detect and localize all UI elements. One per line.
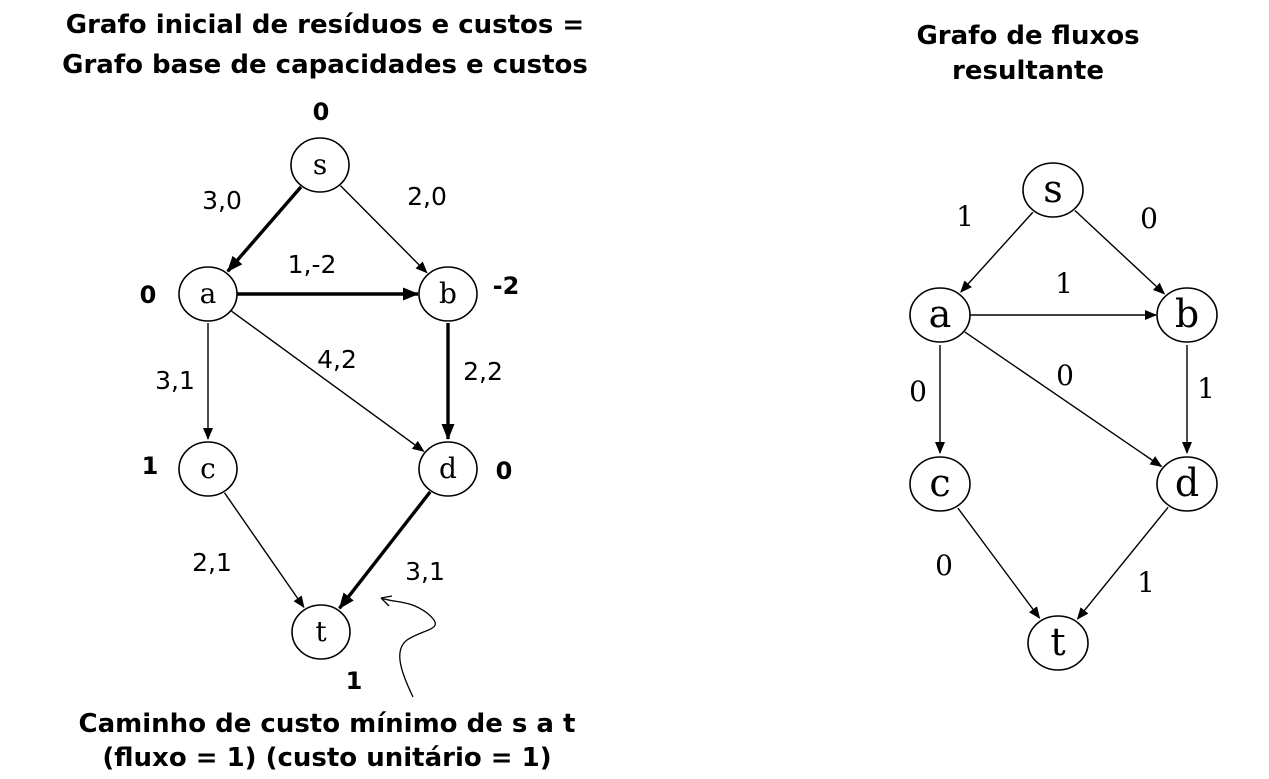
left-node-circle-s (290, 137, 350, 193)
left-node-b: b -2 (418, 266, 520, 322)
left-title-line2: Grafo base de capacidades e custos (62, 50, 588, 80)
left-node-potential-d: 0 (496, 457, 513, 485)
right-edge-label-a-b: 1 (1055, 267, 1073, 300)
right-edge-s-b (1074, 209, 1166, 295)
left-node-potential-s: 0 (313, 98, 330, 126)
right-node-label-t: t (1050, 620, 1065, 664)
left-node-circle-t (291, 604, 351, 660)
right-edge-label-a-c: 0 (909, 375, 927, 408)
right-node-label-s: s (1043, 167, 1063, 211)
right-node-b: b (1156, 287, 1218, 343)
left-edge-label-a-b: 1,-2 (288, 250, 337, 279)
right-node-label-b: b (1175, 292, 1199, 336)
left-node-s: s0 (290, 98, 350, 193)
left-node-potential-b: -2 (493, 272, 520, 300)
right-edge-label-c-t: 0 (935, 549, 953, 582)
left-edge-label-s-b: 2,0 (407, 182, 447, 211)
right-node-a: a (909, 287, 971, 343)
left-edge-label-s-a: 3,0 (202, 186, 242, 215)
left-node-circle-b (418, 266, 478, 322)
right-node-label-d: d (1175, 461, 1199, 505)
left-edge-c-t (223, 492, 305, 609)
right-node-label-c: c (929, 461, 950, 505)
left-title-line1: Grafo inicial de resíduos e custos = (66, 10, 584, 40)
left-node-label-s: s (313, 148, 327, 181)
caption-line2: (fluxo = 1) (custo unitário = 1) (102, 743, 551, 773)
caption-line1: Caminho de custo mínimo de s a t (79, 709, 576, 739)
right-edge-s-a (960, 211, 1034, 293)
right-edge-c-t (957, 507, 1041, 619)
right-node-circle-s (1022, 162, 1084, 218)
caption-pointer-arrow (380, 597, 436, 698)
right-graph-edges: 1 0 1 0 0 1 0 1 (909, 200, 1215, 620)
left-edge-label-d-t: 3,1 (405, 557, 445, 586)
left-node-c: c1 (142, 441, 238, 497)
right-edge-label-s-b: 0 (1140, 202, 1158, 235)
left-node-label-d: d (439, 452, 457, 485)
left-node-label-c: c (200, 452, 216, 485)
right-title-line1: Grafo de fluxos (916, 21, 1139, 51)
right-edge-a-d (964, 331, 1163, 468)
right-node-circle-c (909, 456, 971, 512)
left-node-t: t1 (291, 604, 363, 695)
left-edge-d-t (338, 490, 432, 610)
left-node-a: a0 (140, 266, 238, 322)
left-node-potential-a: 0 (140, 281, 157, 309)
right-title-line2: resultante (952, 56, 1104, 86)
left-node-circle-d (418, 441, 478, 497)
right-node-s: s (1022, 162, 1084, 218)
left-edge-label-a-d: 4,2 (317, 345, 357, 374)
left-edge-s-a (226, 185, 303, 273)
left-edge-label-a-c: 3,1 (155, 366, 195, 395)
right-edge-label-a-d: 0 (1056, 359, 1074, 392)
right-edge-label-d-t: 1 (1137, 566, 1155, 599)
right-node-d: d (1156, 456, 1218, 512)
left-node-label-a: a (200, 277, 217, 310)
left-edge-a-d (231, 310, 425, 452)
left-edge-label-c-t: 2,1 (192, 548, 232, 577)
right-graph-nodes: s a b c d t (909, 162, 1218, 671)
left-node-circle-a (178, 266, 238, 322)
right-node-t: t (1027, 615, 1089, 671)
right-node-circle-a (909, 287, 971, 343)
right-edge-label-b-d: 1 (1197, 372, 1215, 405)
left-node-label-b: b (439, 277, 457, 310)
left-node-label-t: t (315, 615, 327, 648)
caption-pointer-arrowhead (380, 595, 393, 607)
right-edge-d-t (1076, 506, 1169, 620)
right-node-circle-d (1156, 456, 1218, 512)
right-node-circle-b (1156, 287, 1218, 343)
right-node-circle-t (1027, 615, 1089, 671)
right-node-c: c (909, 456, 971, 512)
left-node-circle-c (178, 441, 238, 497)
left-edge-label-b-d: 2,2 (463, 357, 503, 386)
right-edge-label-s-a: 1 (956, 200, 974, 233)
left-node-potential-c: 1 (142, 452, 159, 480)
left-edge-s-b (339, 185, 428, 274)
left-node-potential-t: 1 (346, 667, 363, 695)
left-graph-edges: 3,0 2,0 1,-2 3,1 4,2 2,2 2,1 3,1 (155, 182, 503, 610)
right-node-label-a: a (929, 292, 952, 336)
